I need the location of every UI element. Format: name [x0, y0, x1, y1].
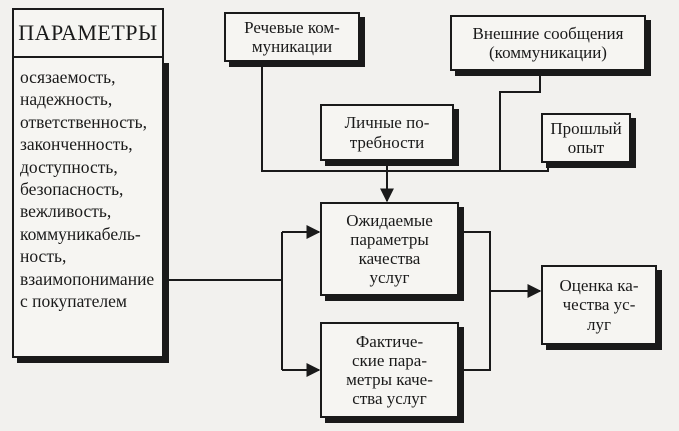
parameters-item: доступность, — [20, 156, 118, 177]
parameters-list: осязаемость, надежность, ответственность… — [12, 58, 164, 358]
personal-needs-box: Личные по- требности — [320, 104, 454, 161]
external-messages-box: Внешние сообщения (коммуникации) — [450, 15, 646, 71]
parameters-item: коммуникабель- — [20, 223, 141, 244]
parameters-title: ПАРАМЕТРЫ — [12, 8, 164, 58]
parameters-item: осязаемость, — [20, 67, 116, 87]
parameters-item: взаимопонимание — [20, 268, 155, 289]
speech-communications-box: Речевые ком- муникации — [224, 12, 360, 62]
actual-quality-box: Фактиче- ские пара- метры каче- ства усл… — [320, 322, 459, 418]
parameters-item: вежливость, — [20, 201, 112, 222]
expected-quality-box: Ожидаемые параметры качества услуг — [320, 202, 459, 296]
parameters-item: ность, — [20, 246, 67, 267]
speech-connector — [261, 62, 387, 172]
external-connector — [387, 71, 541, 172]
past-experience-box: Прошлый опыт — [541, 113, 631, 163]
parameters-item: с покупателем — [20, 291, 127, 312]
experience-connector — [500, 163, 549, 172]
parameters-item: надежность, — [20, 89, 113, 110]
expected-out — [461, 231, 491, 371]
parameters-item: ответственность, — [20, 111, 147, 132]
parameters-item: безопасность, — [20, 179, 124, 200]
quality-evaluation-box: Оценка ка- чества ус- луг — [541, 265, 657, 345]
parameters-item: законченность, — [20, 134, 133, 155]
